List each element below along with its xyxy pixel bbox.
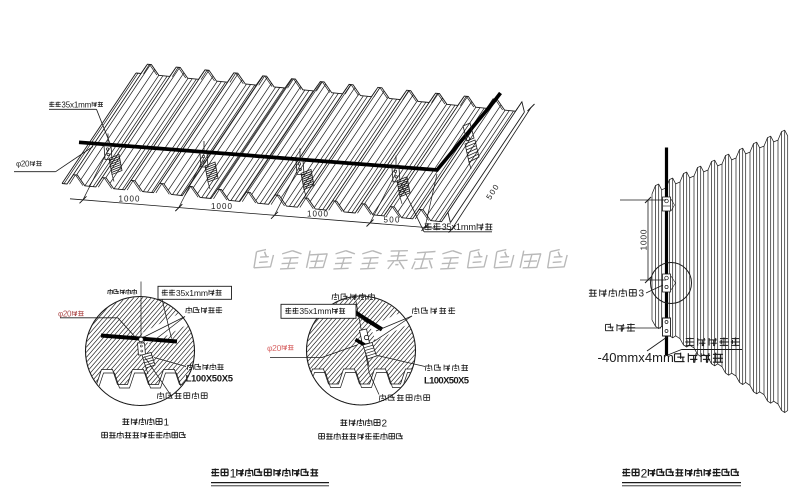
svg-text:-40mmx4mm: -40mmx4mm <box>598 350 674 365</box>
svg-text:2: 2 <box>641 467 648 481</box>
svg-text:1: 1 <box>164 418 170 429</box>
svg-text:3: 3 <box>639 288 645 299</box>
svg-text:1: 1 <box>230 467 237 481</box>
svg-text:L100X50X5: L100X50X5 <box>424 376 470 387</box>
svg-text:φ20: φ20 <box>267 343 282 353</box>
svg-text:1000: 1000 <box>119 194 141 203</box>
svg-text:500: 500 <box>384 216 401 225</box>
svg-text:2: 2 <box>382 419 388 430</box>
svg-text:1000: 1000 <box>639 229 649 250</box>
svg-text:1000: 1000 <box>307 210 329 219</box>
svg-text:φ20: φ20 <box>16 160 30 169</box>
svg-text:35x1mm: 35x1mm <box>176 288 208 298</box>
svg-text:1000: 1000 <box>211 202 233 211</box>
svg-text:35x1mm: 35x1mm <box>61 101 91 110</box>
svg-text:L100X50X5: L100X50X5 <box>186 374 234 385</box>
svg-text:35x1mm: 35x1mm <box>442 222 477 232</box>
svg-text:35x1mm: 35x1mm <box>299 306 331 316</box>
svg-text:φ20: φ20 <box>58 310 72 319</box>
